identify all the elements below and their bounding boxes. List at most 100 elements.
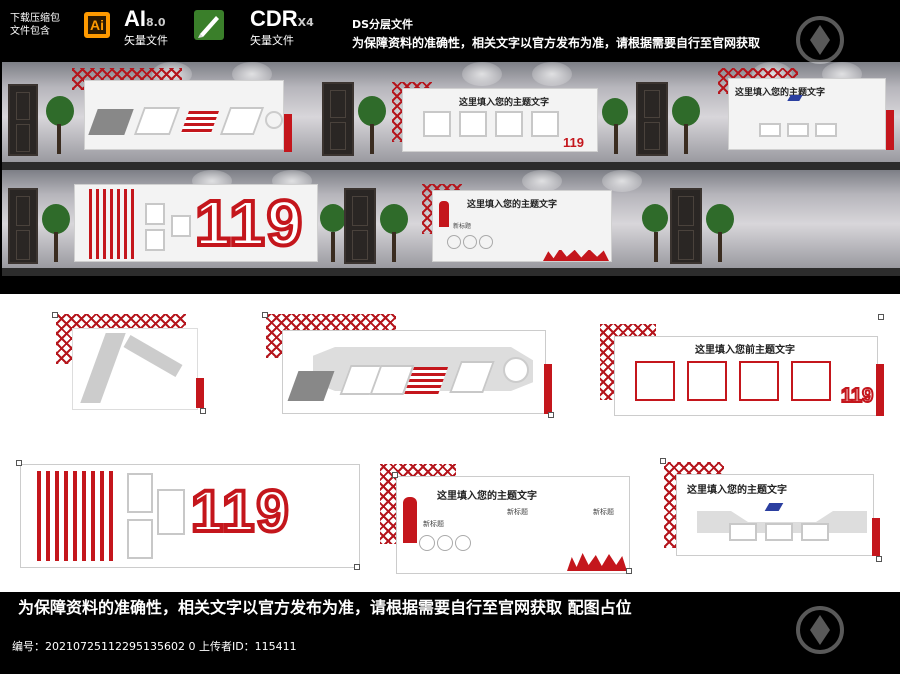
- ai-badge-label: Ai: [88, 16, 106, 34]
- header-bar: 下载压缩包 文件包含 Ai AI8.0 矢量文件 CDRX4 矢量文件 DS分层…: [0, 0, 900, 62]
- selection-handle[interactable]: [626, 568, 632, 574]
- ai-format-block: AI8.0 矢量文件: [124, 6, 168, 48]
- board-title: 这里填入您的主题文字: [467, 200, 558, 210]
- selection-handle[interactable]: [200, 408, 206, 414]
- photo-frame: [145, 203, 165, 225]
- ai-format-label: AI: [124, 6, 146, 31]
- photo-frame: [729, 523, 757, 541]
- cdr-format-block: CDRX4 矢量文件: [250, 6, 314, 48]
- plant: [602, 98, 628, 126]
- wall-board-3: 这里填入您的主题文字: [728, 78, 886, 150]
- circle-frame: [419, 535, 435, 551]
- ceiling-light: [462, 62, 502, 86]
- small-label: 新标题: [593, 508, 614, 516]
- photo-frame-red: [687, 361, 727, 401]
- design-board-2: [282, 330, 546, 414]
- selection-handle[interactable]: [876, 556, 882, 562]
- door: [636, 82, 668, 156]
- red-accent-bar: [876, 364, 884, 416]
- header-disclaimer: 为保障资料的准确性，相关文字以官方发布为准，请根据需要自行至官网获取: [352, 36, 761, 50]
- photo-frame: [531, 111, 559, 137]
- footer-notice: 为保障资料的准确性，相关文字以官方发布为准，请根据需要自行至官网获取 配图占位: [18, 598, 632, 617]
- cdr-version-label: X4: [297, 16, 314, 29]
- plant-stem: [57, 124, 61, 154]
- selection-handle[interactable]: [354, 564, 360, 570]
- selection-handle[interactable]: [548, 412, 554, 418]
- photo-frame: [787, 123, 809, 137]
- badge-119-large: 119: [189, 479, 291, 544]
- ds-layer-label: DS分层文件: [352, 18, 414, 31]
- gray-path: [80, 333, 126, 403]
- red-accent-bar: [872, 518, 880, 556]
- selection-handle[interactable]: [878, 314, 884, 320]
- flame-decor: [543, 248, 609, 261]
- badge-119-small: 119: [563, 135, 584, 150]
- board-title: 这里填入您前主题文字: [695, 345, 795, 356]
- ai-subtitle: 矢量文件: [124, 34, 168, 47]
- door: [8, 84, 38, 156]
- photo-frame: [157, 489, 185, 535]
- flame-decor: [567, 553, 627, 571]
- photo-frame: [219, 107, 265, 135]
- red-accent-bar: [886, 110, 894, 150]
- board-title: 这里填入您的主题文字: [735, 88, 826, 98]
- circle-frame: [265, 111, 283, 129]
- gray-path: [123, 334, 183, 378]
- badge-119-medium: 119: [840, 384, 874, 408]
- design-board-1: [72, 328, 198, 410]
- board-title: 这里填入您的主题文字: [437, 491, 537, 502]
- design-sheet: 这里填入您前主题文字 119 119 这里填入您的主题文字 新标题 新标题 新标…: [0, 294, 900, 592]
- plant: [46, 96, 74, 126]
- board-title: 这里填入您的主题文字: [459, 98, 550, 108]
- selection-handle[interactable]: [262, 312, 268, 318]
- badge-119-large: 119: [193, 187, 305, 259]
- selection-handle[interactable]: [52, 312, 58, 318]
- plant-stem: [54, 232, 58, 262]
- selection-handle[interactable]: [660, 458, 666, 464]
- watermark-logo-icon: [780, 0, 880, 90]
- scene-row-2: 119 这里填入您的主题文字 新标题: [2, 170, 900, 268]
- photo-frame: [495, 111, 523, 137]
- selection-handle[interactable]: [392, 472, 398, 478]
- photo-frame: [145, 229, 165, 251]
- hydrant-shape: [403, 497, 417, 543]
- small-label: 新标题: [453, 223, 472, 230]
- red-accent-bar: [196, 378, 204, 408]
- photo-frame: [759, 123, 781, 137]
- ai-version-label: 8.0: [146, 16, 166, 29]
- coreldraw-logo-icon: [194, 10, 224, 40]
- door: [322, 82, 354, 156]
- small-label: 新标题: [507, 508, 528, 516]
- photo-frame: [815, 123, 837, 137]
- blue-accent: [787, 95, 803, 101]
- cdr-format-label: CDR: [250, 6, 298, 31]
- photo-frame: [459, 111, 487, 137]
- archive-note-line2: 文件包含: [10, 26, 50, 37]
- archive-note: 下载压缩包 文件包含: [10, 12, 60, 38]
- plant-stem: [684, 124, 688, 154]
- photo-frame: [133, 107, 181, 135]
- selection-handle[interactable]: [16, 460, 22, 466]
- small-label: 新标题: [423, 520, 444, 528]
- photo-frame-red: [739, 361, 779, 401]
- plant-stem: [392, 232, 396, 262]
- plant: [380, 204, 408, 234]
- floor-strip: [2, 162, 900, 170]
- photo-frame: [423, 111, 451, 137]
- red-accent-bar: [284, 114, 292, 152]
- photo-frame-red: [791, 361, 831, 401]
- photo-frame: [765, 523, 793, 541]
- plant-stem: [654, 232, 658, 262]
- circle-frame: [479, 235, 493, 249]
- board-title: 这里填入您的主题文字: [687, 485, 787, 496]
- design-board-119: 119: [20, 464, 360, 568]
- plant-stem: [718, 232, 722, 262]
- plant-stem: [331, 232, 335, 262]
- hydrant-shape: [439, 201, 449, 227]
- photo-frame: [171, 215, 191, 237]
- ai-logo-icon: Ai: [84, 12, 110, 38]
- circle-frame: [447, 235, 461, 249]
- plant-stem: [370, 124, 374, 154]
- red-vertical-stripes: [37, 471, 117, 561]
- door: [670, 188, 702, 264]
